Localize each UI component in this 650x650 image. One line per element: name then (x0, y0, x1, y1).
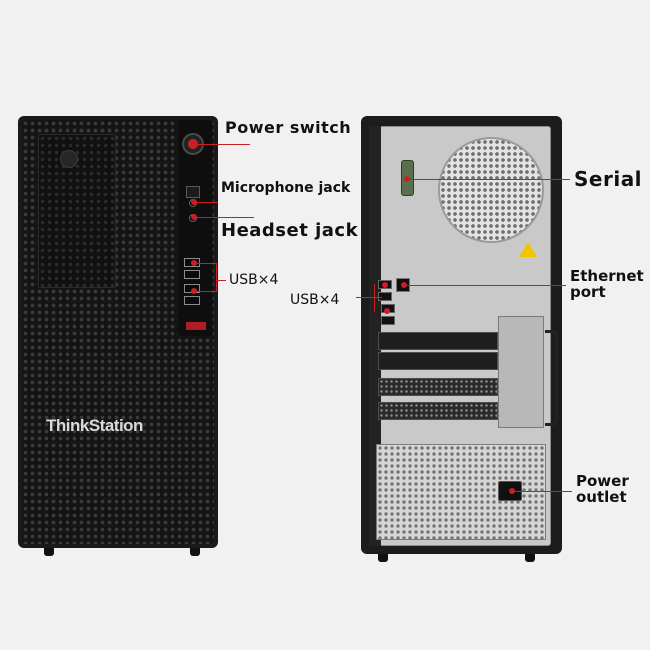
power-switch-label: Power switch (225, 118, 352, 137)
power-outlet-label-line: outlet (576, 488, 627, 506)
model-badge (186, 322, 206, 330)
usb-front-callout-line (216, 280, 226, 281)
usb-rear-callout-bracket (374, 284, 375, 312)
ethernet-label-line: Ethernet (570, 267, 644, 285)
tower-foot (525, 554, 535, 562)
power-outlet-label: Power outlet (576, 473, 629, 505)
rear-side-strip (369, 126, 381, 546)
power-switch-callout-dot (191, 141, 197, 147)
pcie-bracket (498, 316, 544, 428)
power-outlet-callout-dot (509, 488, 515, 494)
pcie-slot-cover (378, 378, 498, 396)
usb-rear-callout-dot (384, 308, 390, 314)
usb-front-callout-bracket (216, 263, 217, 292)
microphone-jack-callout-dot (191, 199, 197, 205)
usb-front-callout-dot (191, 288, 197, 294)
pcie-slot (378, 352, 498, 370)
usb-front-label: USB×4 (229, 272, 279, 288)
usb-front-callout-dot (191, 260, 197, 266)
front-usb-port (184, 296, 200, 305)
ethernet-port-label: Ethernet port (570, 268, 644, 300)
power-outlet-callout-line (514, 491, 572, 492)
front-usb-port (184, 270, 200, 279)
microphone-jack-label: Microphone jack (221, 180, 351, 196)
power-switch-callout-line (196, 144, 250, 145)
serial-label: Serial (574, 167, 643, 191)
ethernet-callout-dot (401, 282, 407, 288)
serial-callout-line (408, 179, 570, 180)
tower-foot (378, 554, 388, 562)
headset-jack-callout-dot (191, 214, 197, 220)
headset-jack-callout-line (196, 217, 254, 218)
ethernet-label-line: port (570, 283, 606, 301)
rear-fan-grille (438, 137, 544, 243)
usb-rear-callout-line (356, 297, 382, 298)
usb-rear-callout-dot (382, 282, 388, 288)
serial-callout-dot (404, 176, 410, 182)
front-bay-button (60, 150, 78, 168)
power-supply-grille (376, 444, 546, 540)
headset-jack-label: Headset jack (221, 220, 359, 241)
usb-front-callout-line (196, 263, 216, 264)
ethernet-callout-line (406, 285, 566, 286)
thinkstation-logo: ThinkStation (46, 416, 143, 435)
front-slot (186, 186, 200, 198)
pcie-slot (378, 332, 498, 350)
warning-icon (519, 242, 537, 257)
rear-usb-port (378, 292, 392, 301)
usb-rear-label: USB×4 (290, 292, 340, 308)
rear-handle (545, 330, 558, 426)
usb-front-callout-line (196, 291, 216, 292)
tower-foot (44, 548, 54, 556)
power-outlet-label-line: Power (576, 472, 629, 490)
rear-usb-port (381, 316, 395, 325)
microphone-jack-callout-line (196, 202, 218, 203)
tower-foot (190, 548, 200, 556)
pcie-slot-cover (378, 402, 498, 420)
